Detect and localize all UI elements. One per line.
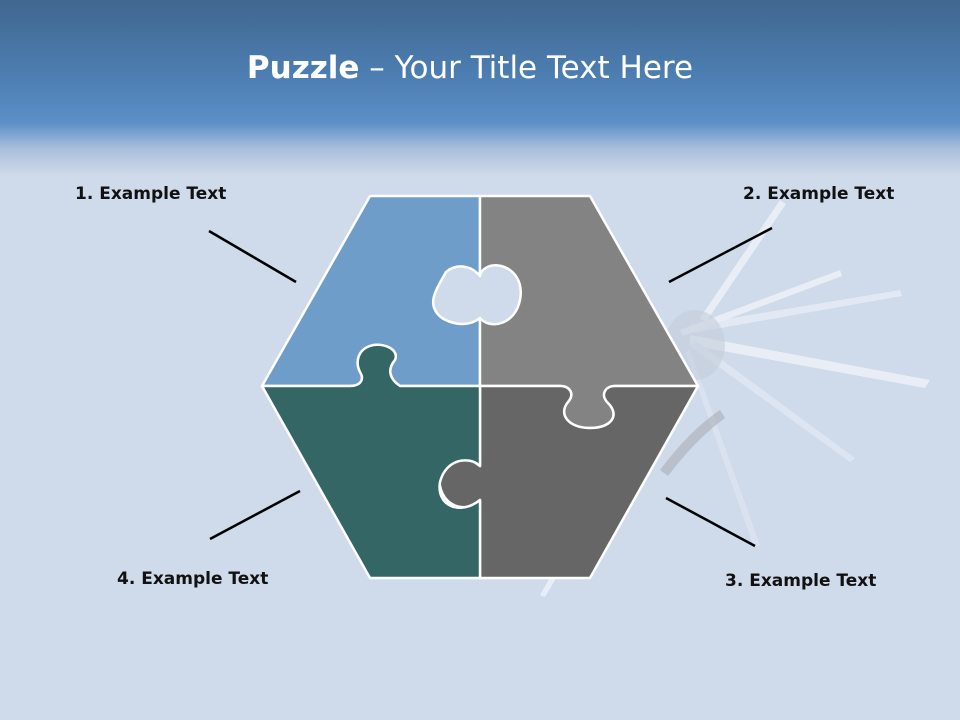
title-banner [0,0,960,175]
background-splash [540,200,930,597]
title-rest: – Your Title Text Here [359,50,694,86]
label-3: 3. Example Text [725,571,877,591]
connector-line-4 [209,489,301,541]
label-1: 1. Example Text [75,184,227,204]
connector-line-1 [208,229,297,284]
puzzle-piece-4 [260,343,482,580]
title-bold: Puzzle [246,50,360,86]
label-2: 2. Example Text [743,184,895,204]
label-4: 4. Example Text [117,569,269,589]
slide-title: Puzzle – Your Title Text Here [0,50,940,86]
connector-line-3 [665,496,756,548]
connector-line-2 [668,226,773,284]
